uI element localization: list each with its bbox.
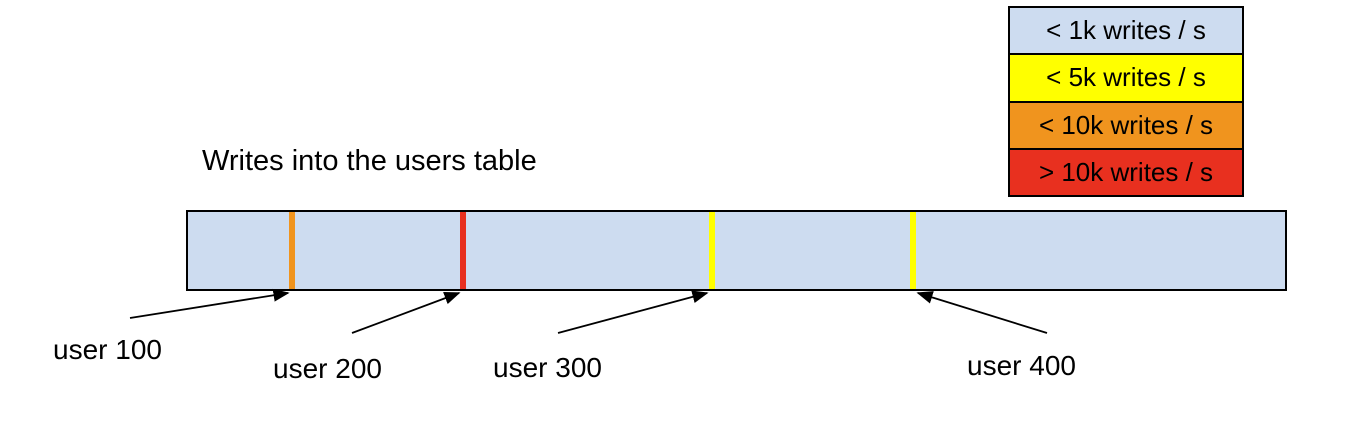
arrow-user-400 bbox=[916, 291, 1048, 334]
write-hotspot-user-100 bbox=[289, 212, 295, 289]
arrow-user-100 bbox=[129, 288, 290, 319]
legend-item-lt-5k: < 5k writes / s bbox=[1010, 53, 1242, 101]
write-hotspot-user-300 bbox=[709, 212, 715, 289]
legend-item-label: < 5k writes / s bbox=[1046, 62, 1206, 93]
legend-item-label: > 10k writes / s bbox=[1038, 156, 1214, 187]
legend-item-lt-1k: < 1k writes / s bbox=[1010, 8, 1242, 54]
users-table-bar bbox=[186, 210, 1287, 291]
label-user-400: user 400 bbox=[967, 350, 1076, 381]
legend-item-label: < 10k writes / s bbox=[1038, 109, 1214, 140]
write-hotspot-user-200 bbox=[460, 212, 466, 289]
diagram-title: Writes into the users table bbox=[202, 145, 537, 177]
label-user-200: user 200 bbox=[273, 353, 382, 384]
arrow-user-200 bbox=[351, 292, 461, 334]
legend-item-gt-10k: > 10k writes / s bbox=[1010, 147, 1242, 195]
label-user-100: user 100 bbox=[53, 334, 162, 365]
label-user-300: user 300 bbox=[493, 352, 602, 383]
legend-item-label: < 1k writes / s bbox=[1046, 15, 1206, 46]
legend-item-lt-10k: < 10k writes / s bbox=[1010, 100, 1242, 148]
legend: < 1k writes / s < 5k writes / s < 10k wr… bbox=[1008, 6, 1244, 197]
write-hotspot-user-400 bbox=[910, 212, 916, 289]
arrow-user-300 bbox=[557, 290, 709, 334]
